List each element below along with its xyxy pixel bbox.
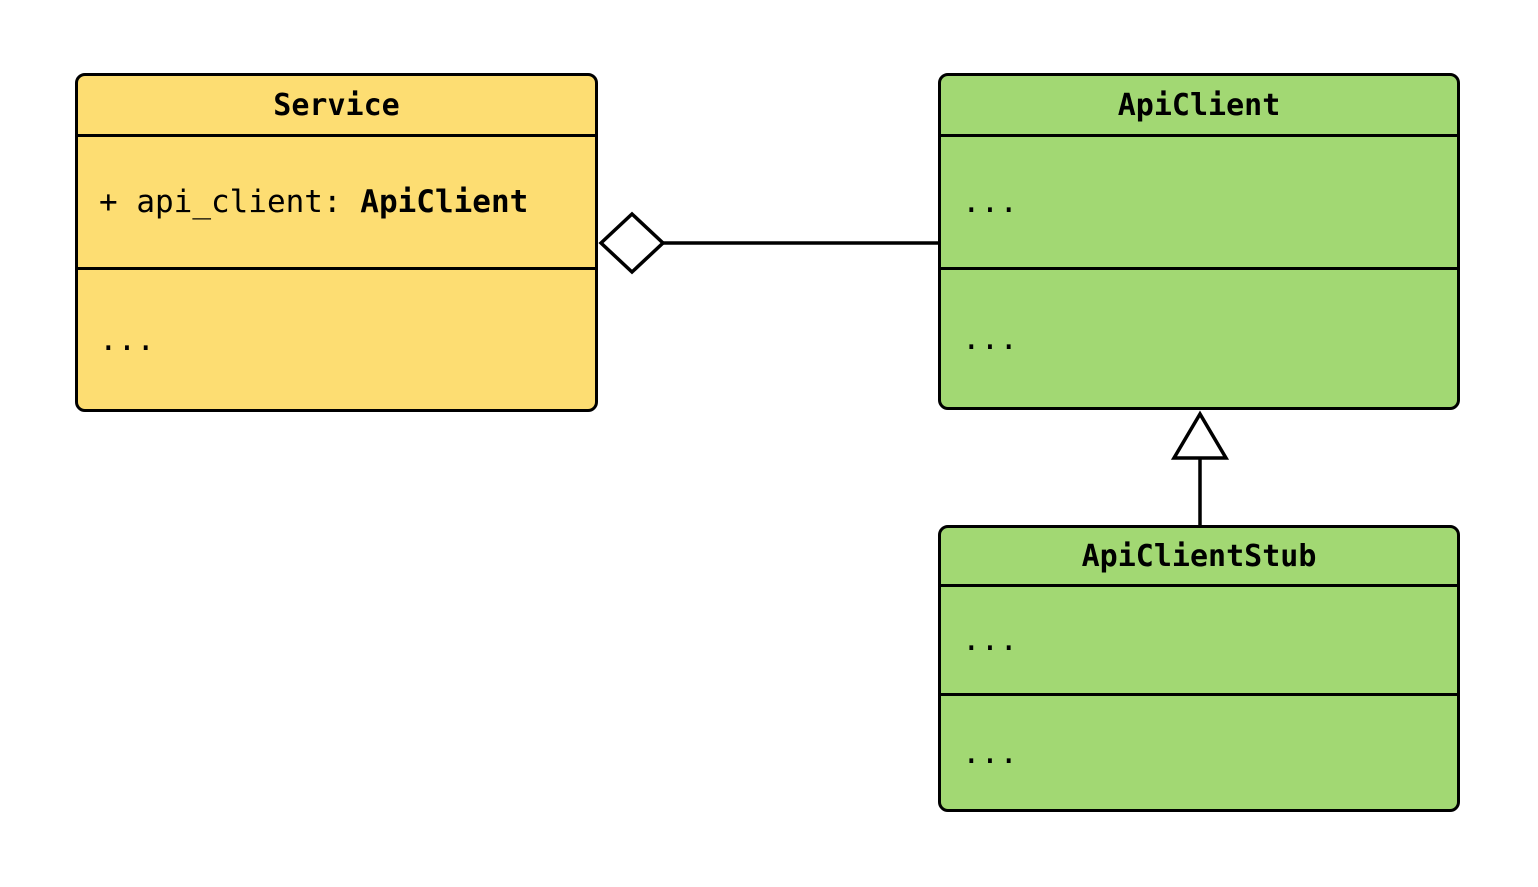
class-title-apiclient: ApiClient	[941, 76, 1457, 137]
attributes-section-apiclient: ...	[941, 137, 1457, 270]
aggregation-diamond-icon	[598, 211, 666, 275]
class-name-apiclient: ApiClient	[1117, 87, 1281, 123]
attributes-section-apiclientstub: ...	[941, 587, 1457, 696]
class-title-service: Service	[78, 76, 595, 137]
attribute-name: + api_client:	[99, 184, 361, 220]
methods-section-apiclientstub: ...	[941, 696, 1457, 809]
class-title-apiclientstub: ApiClientStub	[941, 528, 1457, 587]
class-box-service: Service + api_client: ApiClient ...	[75, 73, 598, 412]
attributes-placeholder: ...	[962, 184, 1018, 220]
methods-placeholder: ...	[962, 734, 1018, 771]
inheritance-triangle-icon	[1170, 410, 1230, 460]
class-name-apiclientstub: ApiClientStub	[1081, 538, 1317, 574]
attribute-type: ApiClient	[360, 184, 529, 220]
methods-placeholder: ...	[962, 320, 1018, 357]
aggregation-connector	[598, 211, 940, 275]
class-box-apiclientstub: ApiClientStub ... ...	[938, 525, 1460, 812]
methods-section-apiclient: ...	[941, 270, 1457, 407]
inheritance-connector	[1170, 410, 1230, 527]
class-name-service: Service	[273, 87, 400, 123]
attributes-section-service: + api_client: ApiClient	[78, 137, 595, 270]
attributes-placeholder: ...	[962, 622, 1018, 658]
methods-section-service: ...	[78, 270, 595, 409]
class-box-apiclient: ApiClient ... ...	[938, 73, 1460, 410]
methods-placeholder: ...	[99, 321, 155, 358]
